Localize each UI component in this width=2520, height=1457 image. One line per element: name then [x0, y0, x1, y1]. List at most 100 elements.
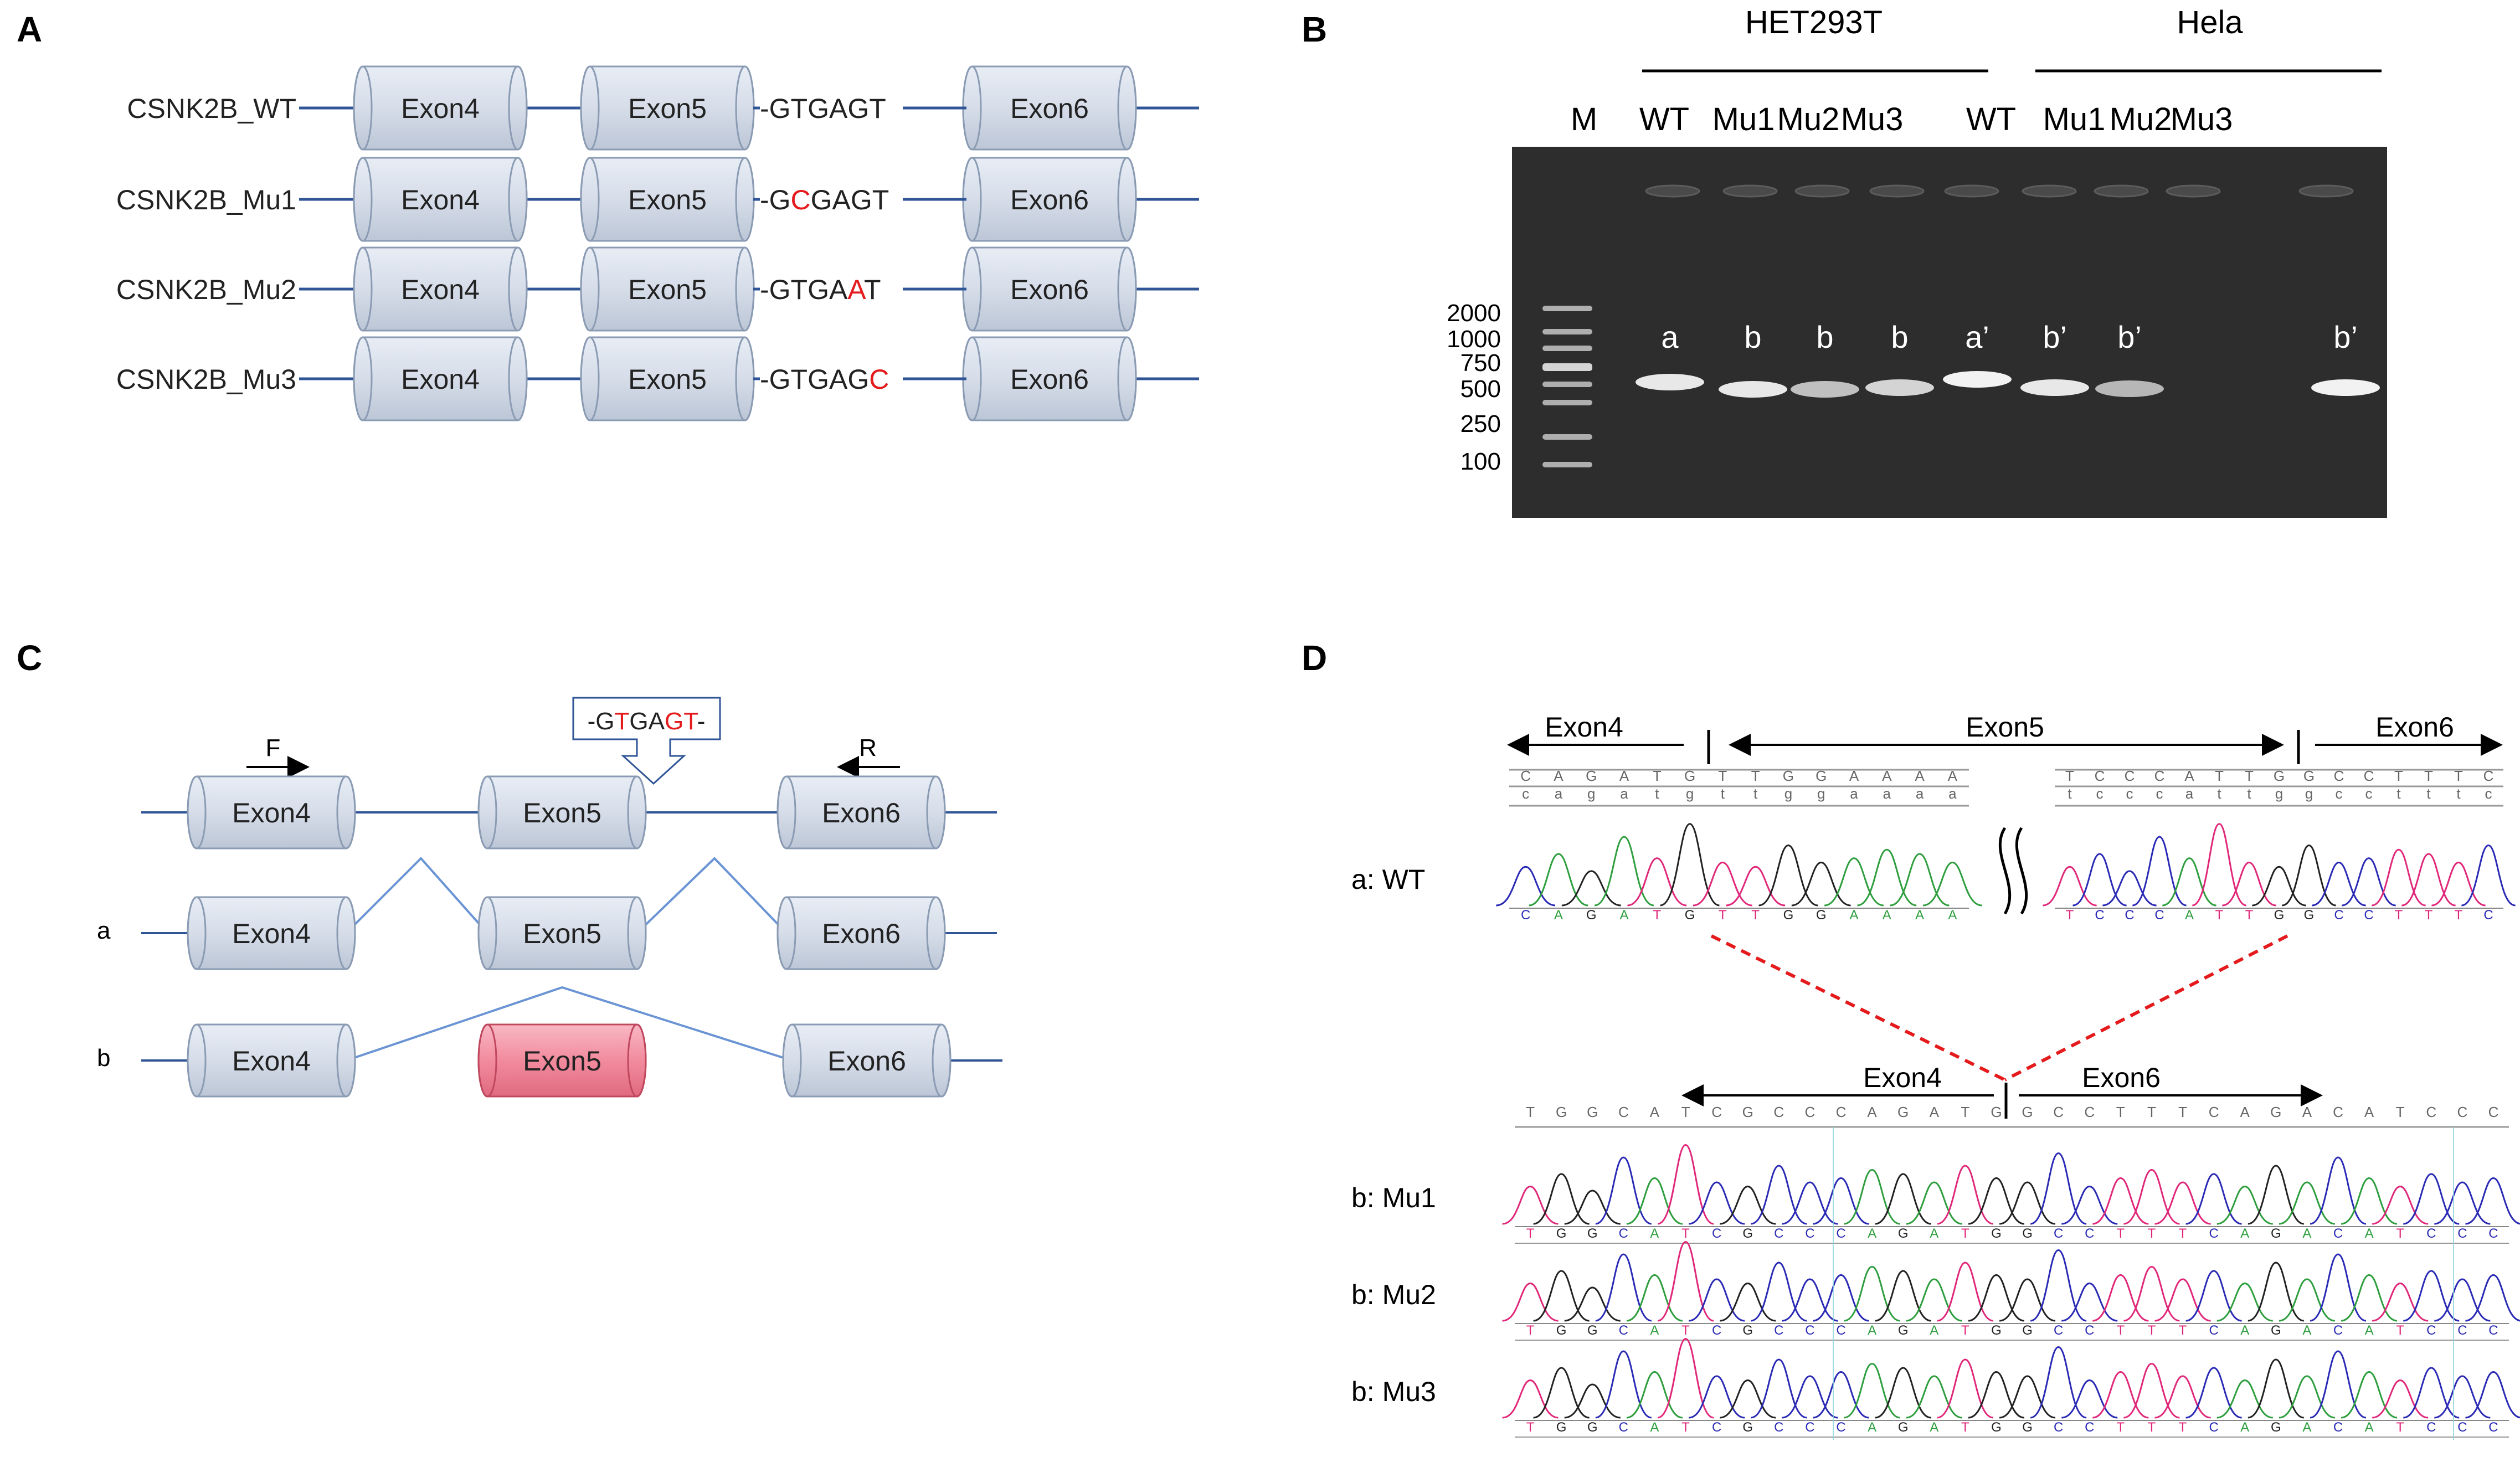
base-call: G: [1816, 768, 1827, 784]
trace-peak: [1502, 1185, 1559, 1225]
trace-peak: [2132, 836, 2187, 907]
primer-r-label: R: [859, 734, 877, 761]
exon6-cylinder-label: Exon6: [1010, 364, 1089, 395]
trace-peak: [2465, 1371, 2520, 1419]
exon6-label: Exon6: [2082, 1062, 2161, 1093]
wt-trace-label: a: WT: [1351, 864, 1425, 895]
exon4-label: Exon4: [1545, 712, 1623, 743]
trace-base-call: A: [1650, 1323, 1659, 1338]
ladder-band: [1542, 329, 1592, 334]
base-call: T: [2394, 768, 2403, 784]
trace-base-call: C: [2095, 908, 2104, 923]
exon4-cylinder-label: Exon4: [232, 1046, 311, 1077]
trace-base-call: C: [2334, 908, 2343, 923]
trace-base-call: T: [2179, 1420, 2187, 1435]
trace-base-call: A: [2240, 1420, 2249, 1435]
exon6-cylinder-end: [932, 1023, 952, 1098]
base-call: t: [2426, 785, 2431, 802]
exon4-cylinder-cap: [353, 65, 373, 151]
exon5-cylinder: Exon5: [477, 775, 647, 850]
base-call: C: [2457, 1104, 2467, 1120]
pcr-band: [1719, 381, 1787, 398]
base-call: c: [2336, 785, 2343, 802]
trace-base-call: G: [1556, 1226, 1567, 1241]
ladder-band: [1542, 306, 1592, 311]
trace-base-call: C: [2333, 1420, 2343, 1435]
base-call: G: [2022, 1104, 2033, 1120]
panel-label-D: D: [1302, 638, 1327, 678]
base-call: C: [2154, 768, 2165, 784]
trace-base-call: G: [1685, 908, 1695, 923]
exon6-cylinder: Exon6: [962, 336, 1137, 421]
trace-base-call: T: [1681, 1226, 1690, 1241]
junction-connector: [2004, 934, 2288, 1082]
trace-peak: [1564, 1286, 1621, 1322]
trace-peak: [1782, 1278, 1838, 1322]
trace-peak: [1564, 1190, 1621, 1225]
exon6-cylinder-end: [926, 775, 946, 850]
exon4-cylinder-cap: [187, 896, 207, 970]
ladder-band: [1542, 400, 1592, 405]
callout-box: [572, 697, 721, 785]
base-call: t: [1655, 785, 1659, 802]
base-call: t: [2456, 785, 2461, 802]
exon4-cylinder-end: [508, 157, 528, 242]
callout-seq-part: GA: [629, 708, 665, 735]
trace-base-call: A: [1930, 1323, 1938, 1338]
base-call: T: [2065, 768, 2074, 784]
trace-peak: [1937, 1262, 1994, 1322]
base-call: a: [1555, 785, 1563, 802]
trace-peak: [2092, 1274, 2149, 1322]
exon6-cylinder-label: Exon6: [1010, 184, 1089, 215]
exon6-cylinder: Exon6: [776, 896, 946, 970]
lane-label: WT: [1639, 101, 1689, 137]
trace-peak: [1533, 1367, 1590, 1419]
ladder-size-label: 250: [1460, 410, 1501, 437]
base-call: c: [2156, 785, 2163, 802]
trace-base-call: A: [1930, 1226, 1938, 1241]
trace-peak: [2434, 1181, 2491, 1225]
band-label: b: [1816, 320, 1833, 354]
exon5-cylinder: Exon5: [580, 336, 755, 421]
base-call: T: [2245, 768, 2254, 784]
exon6-cylinder-label: Exon6: [822, 797, 901, 828]
base-call: A: [1650, 1104, 1660, 1120]
gel-well: [1944, 184, 1999, 198]
band-label: a’: [1965, 320, 1989, 354]
ladder-band: [1542, 346, 1592, 351]
base-call: c: [2485, 785, 2492, 802]
trace-peak: [2123, 1265, 2180, 1322]
exon4-cylinder-cap: [187, 1023, 207, 1098]
trace-base-call: G: [1898, 1323, 1909, 1338]
trace-base-call: C: [1774, 1226, 1783, 1241]
base-call: A: [1619, 768, 1629, 784]
base-call: C: [2333, 1104, 2343, 1120]
gel-well: [2094, 184, 2149, 198]
trace-base-call: C: [1712, 1226, 1721, 1241]
trace-peak: [2216, 1379, 2273, 1419]
trace-peak: [1813, 1371, 1869, 1419]
base-call: A: [1882, 768, 1892, 784]
exon4-cylinder-label: Exon4: [401, 93, 480, 124]
trace-base-call: G: [2271, 1323, 2281, 1338]
trace-peak: [1726, 866, 1786, 907]
trace-base-call: G: [1742, 1420, 1753, 1435]
gel-well: [1794, 184, 1850, 198]
exon6-cylinder-end: [1117, 336, 1137, 421]
trace-base-call: G: [2274, 908, 2285, 923]
trace-base-call: C: [2054, 1323, 2063, 1338]
trace-base-call: T: [2116, 1226, 2125, 1241]
trace-base-call: C: [2488, 1226, 2498, 1241]
trace-peak: [2310, 1350, 2367, 1419]
trace-peak: [1824, 857, 1884, 907]
seq-normal: -GTGAG: [760, 364, 869, 395]
trace-peak: [1595, 1253, 1652, 1322]
trace-base-call: A: [1868, 1226, 1876, 1241]
